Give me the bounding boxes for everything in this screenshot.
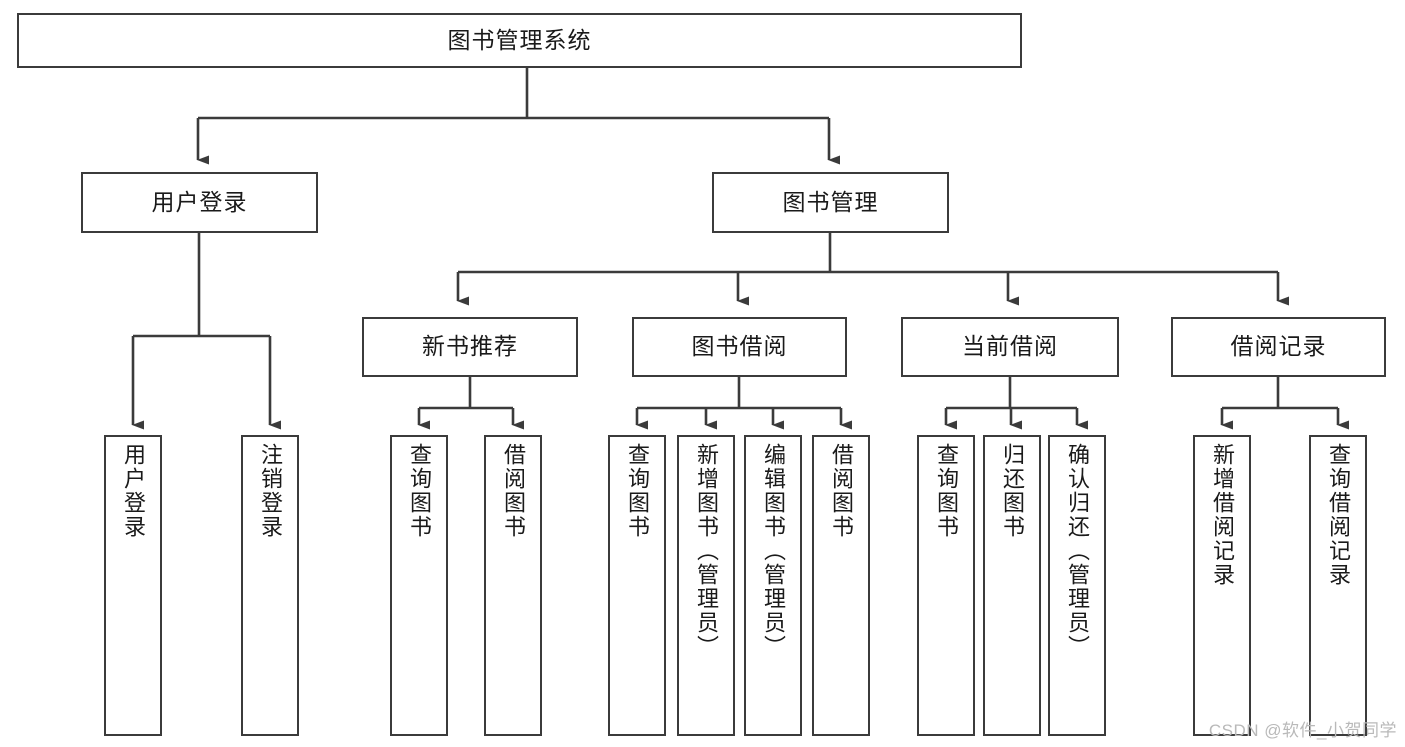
- leaf-logout-login-label: 注销登录: [257, 443, 283, 539]
- leaf-query-record-label: 查询借阅记录: [1325, 443, 1351, 587]
- leaf-query-record[interactable]: 查询借阅记录: [1309, 435, 1367, 736]
- leaf-edit-book-label: 编辑图书（管理员）: [760, 443, 786, 659]
- leaf-query-book-1-label: 查询图书: [406, 443, 432, 539]
- leaf-edit-book[interactable]: 编辑图书（管理员）: [744, 435, 802, 736]
- node-book-management[interactable]: 图书管理: [712, 172, 949, 233]
- node-new-book-recommend[interactable]: 新书推荐: [362, 317, 578, 377]
- leaf-return-book[interactable]: 归还图书: [983, 435, 1041, 736]
- node-new-book-recommend-label: 新书推荐: [422, 333, 518, 360]
- leaf-user-login-label: 用户登录: [120, 443, 146, 539]
- leaf-return-book-label: 归还图书: [999, 443, 1025, 539]
- leaf-borrow-book-2-label: 借阅图书: [828, 443, 854, 539]
- node-current-borrow[interactable]: 当前借阅: [901, 317, 1119, 377]
- node-book-management-label: 图书管理: [782, 188, 879, 215]
- node-user-login[interactable]: 用户登录: [81, 172, 318, 233]
- leaf-query-book-3-label: 查询图书: [933, 443, 959, 539]
- leaf-add-book[interactable]: 新增图书（管理员）: [677, 435, 735, 736]
- csdn-watermark: CSDN @软件_小贺同学: [1208, 721, 1397, 740]
- node-borrow-record-label: 借阅记录: [1230, 333, 1327, 360]
- leaf-add-book-label: 新增图书（管理员）: [693, 443, 719, 659]
- leaf-confirm-return[interactable]: 确认归还（管理员）: [1048, 435, 1106, 736]
- node-root-label: 图书管理系统: [447, 26, 592, 53]
- leaf-add-record-label: 新增借阅记录: [1209, 443, 1235, 587]
- node-borrow-record[interactable]: 借阅记录: [1171, 317, 1386, 377]
- leaf-query-book-1[interactable]: 查询图书: [390, 435, 448, 736]
- node-current-borrow-label: 当前借阅: [962, 333, 1058, 360]
- leaf-borrow-book-1[interactable]: 借阅图书: [484, 435, 542, 736]
- leaf-query-book-2-label: 查询图书: [624, 443, 650, 539]
- node-root-system[interactable]: 图书管理系统: [17, 13, 1022, 68]
- leaf-add-record[interactable]: 新增借阅记录: [1193, 435, 1251, 736]
- node-book-borrow[interactable]: 图书借阅: [632, 317, 847, 377]
- leaf-confirm-return-label: 确认归还（管理员）: [1064, 443, 1090, 659]
- leaf-logout-login[interactable]: 注销登录: [241, 435, 299, 736]
- leaf-query-book-3[interactable]: 查询图书: [917, 435, 975, 736]
- leaf-borrow-book-2[interactable]: 借阅图书: [812, 435, 870, 736]
- leaf-borrow-book-1-label: 借阅图书: [500, 443, 526, 539]
- node-user-login-label: 用户登录: [151, 188, 248, 215]
- leaf-query-book-2[interactable]: 查询图书: [608, 435, 666, 736]
- leaf-user-login[interactable]: 用户登录: [104, 435, 162, 736]
- node-book-borrow-label: 图书借阅: [691, 333, 788, 360]
